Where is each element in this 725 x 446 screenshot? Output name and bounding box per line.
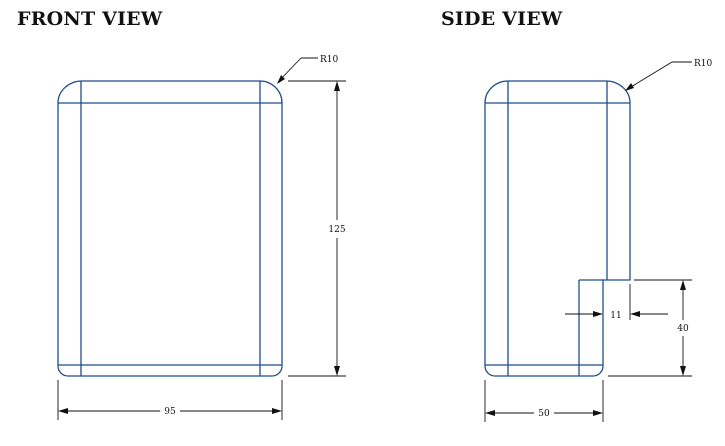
side-depth-dimension: 50 [484, 380, 604, 422]
front-height-label: 125 [328, 225, 345, 235]
side-view-title: SIDE VIEW [441, 8, 563, 30]
front-radius-label: R10 [320, 55, 339, 65]
side-view: R10 11 40 50 [484, 59, 713, 422]
side-radius-label: R10 [694, 59, 713, 69]
side-notch-width-label: 11 [610, 311, 621, 321]
side-radius-callout: R10 [625, 59, 713, 91]
front-view: R10 125 95 [57, 55, 346, 420]
front-view-title: FRONT VIEW [17, 8, 163, 30]
side-view-outline [484, 80, 631, 377]
front-width-label: 95 [164, 407, 176, 417]
front-width-dimension: 95 [57, 380, 283, 420]
front-radius-callout: R10 [277, 55, 339, 84]
front-height-dimension: 125 [288, 80, 346, 377]
side-notch-width-dimension: 11 [565, 284, 668, 321]
side-depth-label: 50 [538, 409, 550, 419]
front-view-outline [57, 80, 283, 377]
side-notch-height-dimension: 40 [608, 279, 692, 377]
side-notch-height-label: 40 [677, 324, 689, 334]
